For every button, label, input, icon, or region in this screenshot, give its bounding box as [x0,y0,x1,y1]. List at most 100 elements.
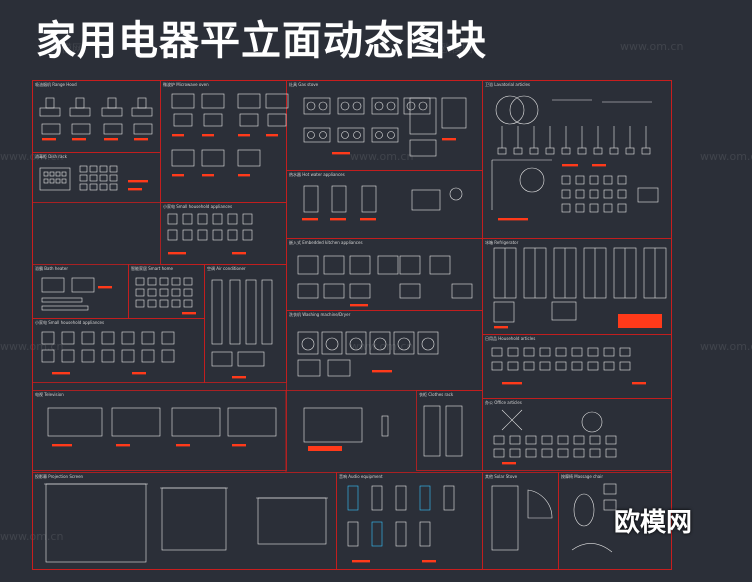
orange-tag [502,462,516,465]
small-appliance-icon [81,349,95,363]
embedded-icon [349,255,371,275]
orange-tag [330,218,346,221]
microwave-icon [171,93,195,109]
dish-rack-icon [99,183,108,191]
air-conditioner-icon [261,279,273,345]
office-icon [557,435,569,445]
smart-home-icon [135,299,145,308]
household-icon [491,347,503,357]
sanitary-icon [603,175,613,185]
household-icon [603,347,615,357]
watermark-brand: 欧模网 [50,42,83,55]
small-appliance-icon [161,331,175,345]
gas-stove-icon [406,101,416,111]
washer-icon [397,337,411,351]
section-frame-dish-rack [32,152,161,203]
television-icon [303,407,363,443]
dish-rack-icon [99,165,108,173]
office-icon [557,448,569,458]
orange-tag [52,444,72,447]
section-frame-microwave [160,80,287,203]
smart-home-icon [183,277,193,286]
embedded-icon [297,283,319,299]
office-icon [493,435,505,445]
microwave-icon [237,149,261,167]
range-hood-icon [137,97,147,109]
section-label-projection: 投影幕 Projection Screen [35,473,84,479]
small-appliance-icon [227,213,238,225]
dish-rack-icon [109,165,118,173]
orange-tag [42,138,56,141]
dish-rack-icon [99,174,108,182]
orange-tag [350,304,368,307]
sanitary-icon [495,95,525,125]
watermark-site: www.om.cn [0,150,64,163]
sanitary-icon [617,203,627,213]
small-appliance-icon [212,229,223,241]
office-icon [541,435,553,445]
projection-screen-icon [257,497,327,545]
orange-tag [238,134,250,137]
office-icon [525,435,537,445]
embedded-icon [399,255,421,275]
section-frame-gas-stove [286,80,483,171]
office-icon [525,448,537,458]
small-appliance-icon [101,331,115,345]
audio-icon [347,521,359,547]
smart-home-icon [147,288,157,297]
small-appliance-icon [61,349,75,363]
microwave-icon [267,113,287,127]
orange-tag [352,560,370,563]
washer-icon [345,331,367,355]
embedded-icon [429,255,451,275]
watermark-site: www.om.cn [700,340,752,353]
washer-icon [327,359,351,377]
sanitary-icon [617,175,627,185]
sanitary-icon [513,147,523,155]
small-appliance-icon [242,213,253,225]
oven-icon [409,97,437,135]
orange-tag [168,252,186,255]
watermark-site: www.om.cn [700,150,752,163]
orange-tag [442,138,456,141]
small-appliance-icon [167,229,178,241]
section-frame-sanitary [482,80,672,239]
dish-rack-icon [55,171,61,177]
washer-icon [297,359,321,377]
water-heater-icon [411,189,441,211]
water-heater-icon [331,185,347,213]
range-hood-icon [103,123,123,135]
orange-tag [308,446,342,451]
section-label-air-conditioner: 空调 Air conditioner [207,265,246,271]
washer-icon [321,331,343,355]
orange-tag [232,444,246,447]
sanitary-icon [637,187,659,203]
smart-home-icon [171,299,181,308]
section-frame-water-heater [286,170,483,239]
gas-stove-icon [371,127,399,143]
sanitary-icon [519,167,545,193]
oven-icon [441,97,467,129]
office-icon [605,435,617,445]
range-hood-icon [41,123,61,135]
section-label-massage: 按摩椅 Massage chair [561,473,603,479]
water-heater-icon [361,185,377,213]
office-icon [501,409,523,431]
massage-chair-icon [571,543,613,553]
page-title: 家用电器平立面动态图块 [36,18,487,64]
orange-tag [592,164,606,167]
microwave-icon [239,113,259,127]
washer-icon [349,337,363,351]
washer-icon [301,337,315,351]
orange-tag [176,444,190,447]
section-label-household: 日用品 Household articles [485,336,535,341]
small-appliance-icon [101,349,115,363]
dish-rack-icon [49,171,55,177]
smart-home-icon [147,277,157,286]
audio-icon [395,521,407,547]
audio-icon [347,485,359,511]
gas-stove-icon [387,131,395,139]
microwave-icon [265,93,289,109]
washer-icon [369,331,391,355]
dish-rack-icon [109,174,118,182]
